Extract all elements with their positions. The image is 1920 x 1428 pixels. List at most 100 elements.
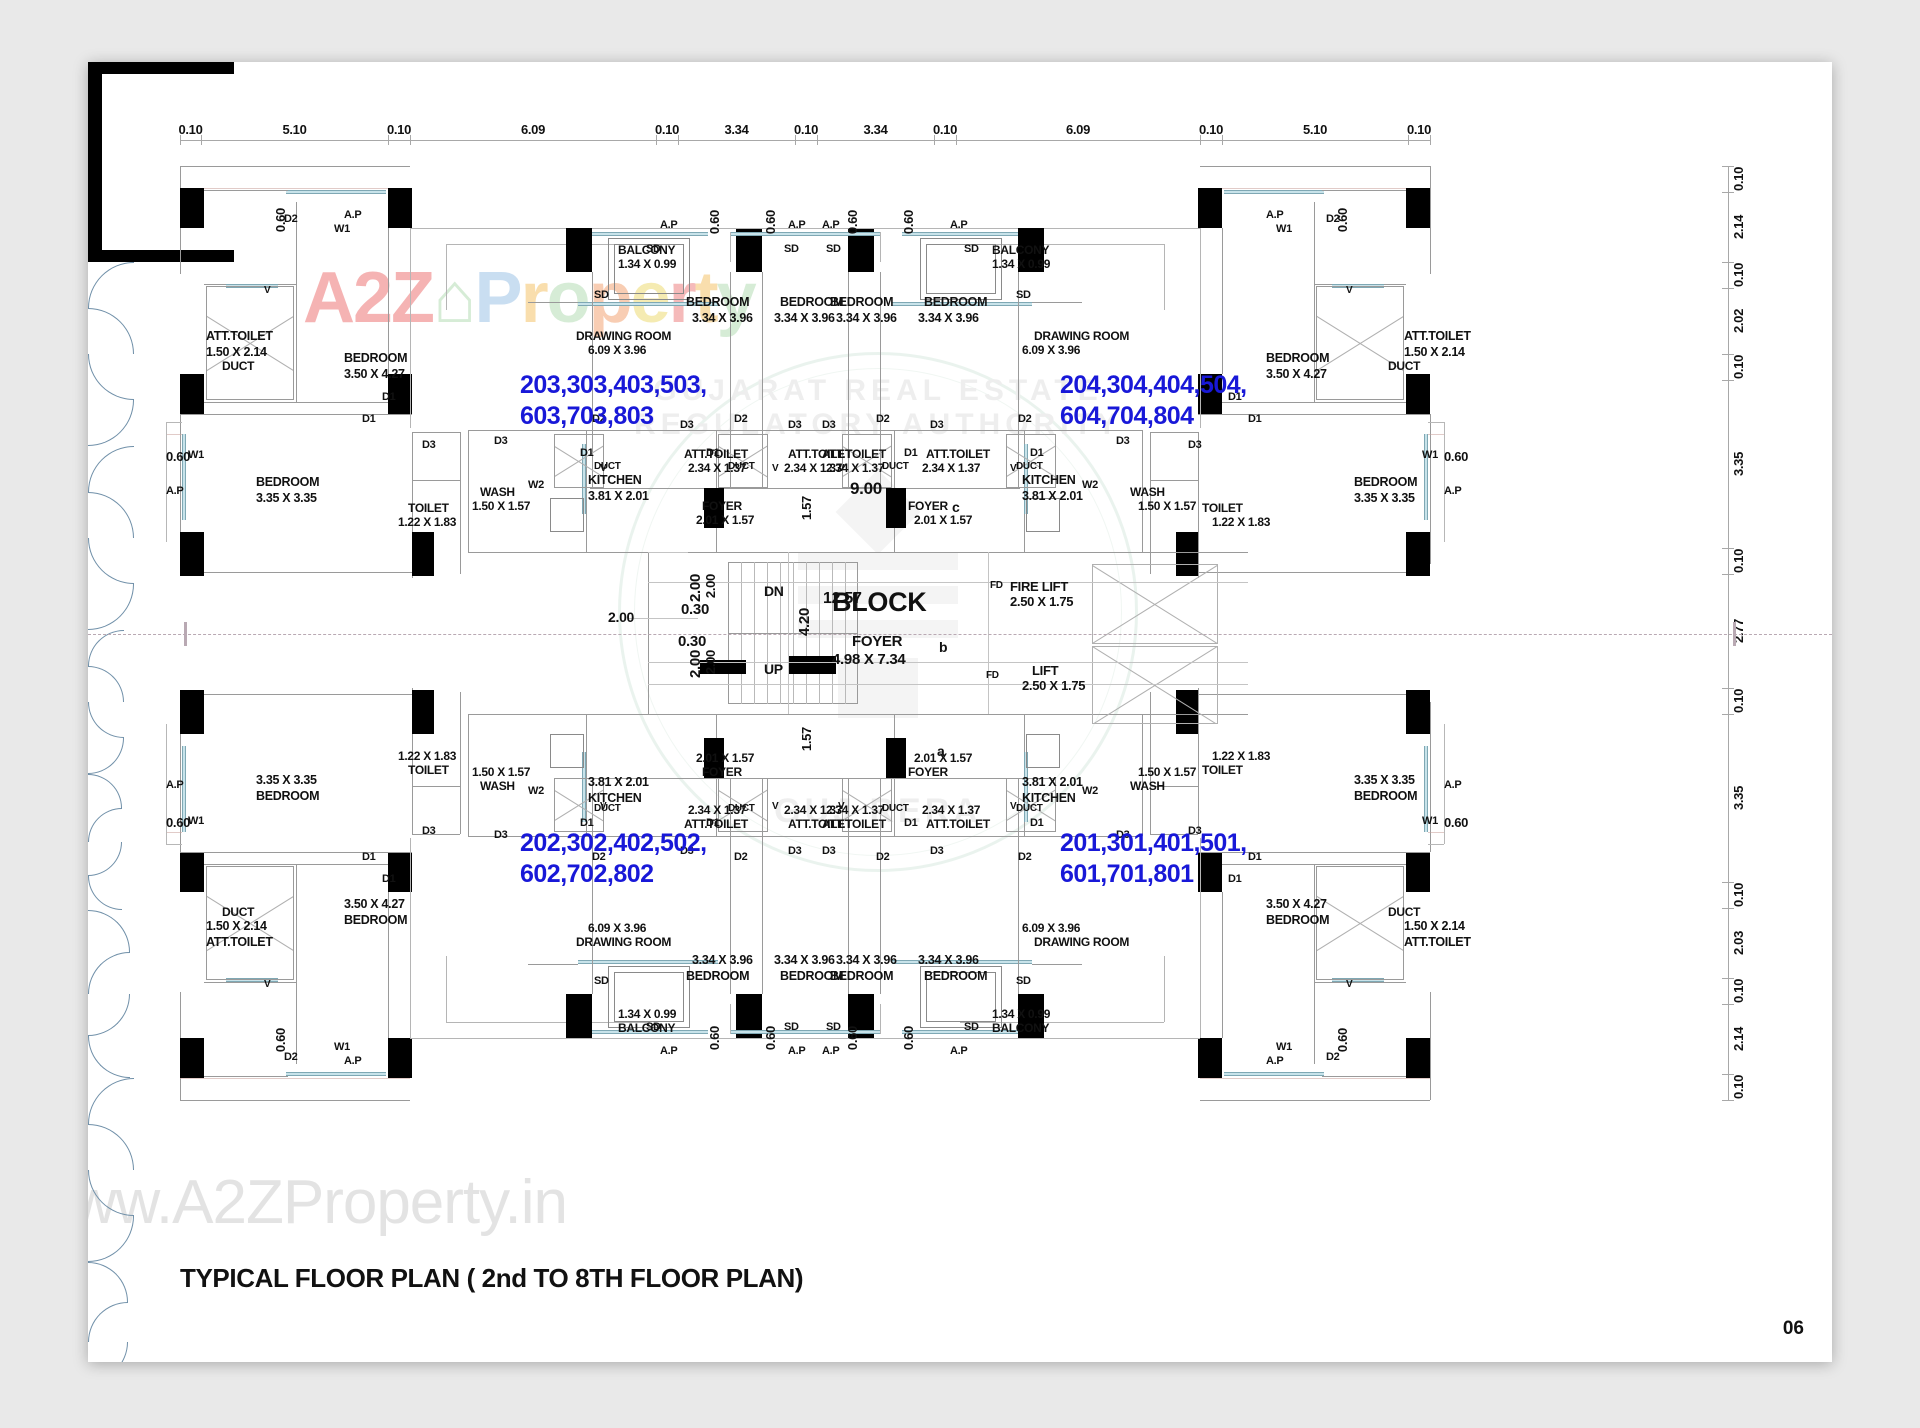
tag-duct: DUCT (882, 461, 909, 472)
room-label-balcony: BALCONY (992, 243, 1050, 257)
dim-core-157-bottom: 1.57 (799, 727, 814, 752)
tag-vent: V (264, 979, 271, 990)
room-size-bedroom-center: 3.34 X 3.96 (918, 953, 979, 967)
tag-d3: D3 (930, 845, 944, 857)
tag-vent: V (1010, 801, 1017, 812)
tag-d1: D1 (1030, 447, 1044, 459)
room-size-foyer-unit: 2.01 X 1.57 (696, 751, 755, 765)
plan-line (1200, 228, 1201, 428)
plan-line (410, 228, 650, 229)
dimension-tick (1722, 1100, 1734, 1101)
plan-line (1444, 724, 1445, 844)
plan-line (1314, 864, 1315, 982)
plan-line (1322, 190, 1406, 191)
unit-number-bottom-left-line1: 202,302,402,502, (520, 829, 707, 857)
sliding-door-sd (892, 302, 1032, 306)
projection-line (166, 434, 182, 435)
dim-projection-060: 0.60 (901, 1026, 916, 1051)
dim-projection-060: 0.60 (901, 210, 916, 235)
unit-number-top-left-line2: 603,703,803 (520, 402, 654, 430)
room-size-toilet: 1.22 X 1.83 (1212, 749, 1271, 763)
room-size-kitchen: 3.81 X 2.01 (588, 489, 649, 503)
room-label-att-toilet-center: ATT.TOILET (788, 447, 852, 461)
section-centerline (88, 634, 1832, 635)
structural-column (180, 374, 204, 414)
plan-line (460, 432, 461, 480)
duct-shaft (1316, 286, 1404, 400)
plan-line (412, 480, 460, 481)
tag-sd: SD (1016, 975, 1031, 987)
plan-line (460, 692, 461, 786)
plan-line (1222, 892, 1223, 1038)
tag-ap: A.P (1444, 485, 1462, 497)
tag-sd: SD (784, 1021, 799, 1033)
room-label-duct: DUCT (1388, 359, 1421, 373)
plan-line (204, 694, 420, 695)
projection-line (180, 188, 410, 189)
dimension-tick (1722, 1004, 1734, 1005)
room-size-foyer-unit: 2.01 X 1.57 (696, 513, 755, 527)
room-label-att-toilet-center: ATT.TOILET (926, 447, 990, 461)
room-label-wash: WASH (1130, 779, 1165, 793)
room-label-att-toilet-center: ATT.TOILET (822, 447, 886, 461)
room-label-duct: DUCT (222, 905, 255, 919)
tag-sd: SD (826, 243, 841, 255)
tag-d2: D2 (592, 413, 606, 425)
plan-line (412, 688, 413, 834)
structural-column (1018, 994, 1044, 1038)
structural-column (704, 488, 724, 528)
plan-line (446, 244, 650, 245)
plan-line (1142, 430, 1143, 552)
plan-line (388, 892, 389, 1038)
duct-shaft-center (1006, 778, 1056, 832)
tag-d1: D1 (706, 447, 720, 459)
unit-number-top-left-line1: 203,303,403,503, (520, 371, 707, 399)
plan-line (180, 1100, 410, 1101)
top-dimension-value: 0.10 (1198, 122, 1224, 137)
dimension-tick (1222, 135, 1223, 145)
room-label-wash: WASH (480, 779, 515, 793)
dim-core-157-top: 1.57 (799, 496, 814, 521)
section-cut-mark (1733, 622, 1736, 646)
plan-line (204, 572, 420, 573)
plan-line (1150, 432, 1198, 433)
unit-number-bottom-right-line1: 201,301,401,501, (1060, 829, 1247, 857)
structural-column (1406, 188, 1430, 228)
dimension-tick (201, 135, 202, 145)
tag-vent: V (1346, 285, 1353, 296)
plan-line (204, 190, 288, 191)
room-size-bedroom-center: 3.34 X 3.96 (774, 311, 835, 325)
plan-line (1200, 166, 1430, 167)
tag-vent: V (772, 801, 779, 812)
plan-line (1150, 692, 1151, 786)
plan-line (296, 864, 388, 865)
dim-projection-060: 0.60 (845, 210, 860, 235)
tag-d3: D3 (1116, 435, 1130, 447)
structural-column (1406, 690, 1430, 734)
sliding-door-sd (578, 302, 718, 306)
plan-line (296, 202, 297, 284)
room-size-bedroom-corner: 3.50 X 4.27 (1266, 897, 1327, 911)
plan-line (960, 228, 1200, 229)
plan-line (204, 864, 296, 865)
room-size-bedroom-side: 3.35 X 3.35 (1354, 491, 1415, 505)
tag-ap: A.P (166, 485, 184, 497)
tag-duct: DUCT (594, 803, 621, 814)
structural-column (180, 1038, 204, 1078)
plan-line (1032, 302, 1082, 303)
top-dimension-value: 0.10 (1406, 122, 1432, 137)
dim-stair-width-200: 2.00 (608, 609, 635, 625)
fd-marker-2: FD (986, 670, 999, 681)
tag-sd: SD (594, 975, 609, 987)
plan-line (528, 302, 578, 303)
structural-column (388, 852, 412, 892)
tag-w2: W2 (528, 479, 544, 491)
lift-label: LIFT (1032, 663, 1059, 678)
tag-vent: V (772, 463, 779, 474)
room-label-att-toilet-corner: ATT.TOILET (206, 329, 273, 343)
room-size-balcony: 1.34 X 0.99 (992, 1007, 1051, 1021)
dimension-tick (388, 135, 389, 145)
top-dimension-value: 5.10 (282, 122, 307, 137)
plan-line (1200, 1100, 1430, 1101)
plan-line (410, 838, 411, 1038)
